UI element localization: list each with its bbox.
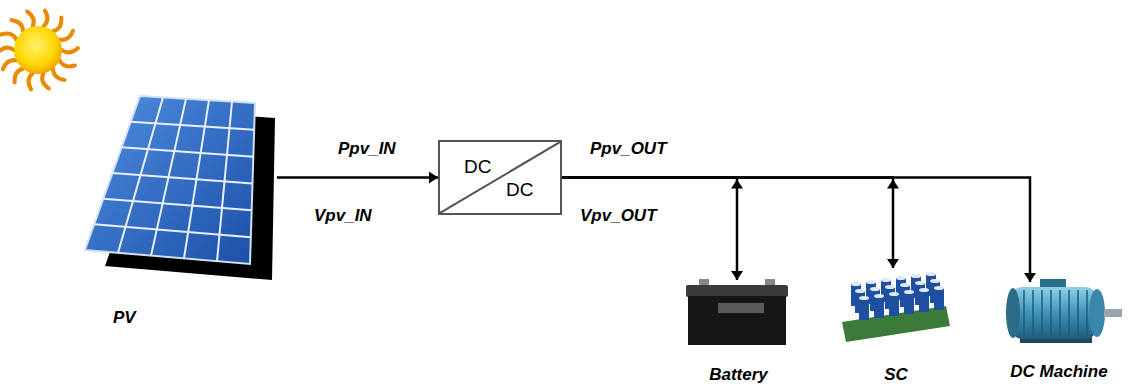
component-label: DC Machine: [992, 362, 1126, 382]
power-connector: [277, 172, 438, 184]
solar-panel: [85, 96, 255, 264]
sun: [14, 26, 62, 74]
component-node: PV: [85, 95, 277, 328]
motor-picture: [1006, 279, 1122, 343]
panel-grid: [94, 97, 254, 261]
power-connector: [562, 178, 1036, 283]
component-node: DC Machine: [992, 282, 1126, 382]
component-node: Battery: [685, 280, 792, 385]
converter-label: DC: [506, 179, 533, 201]
converter-box: DC DC: [438, 140, 562, 215]
converter-label: DC: [464, 156, 491, 178]
battery-picture: [686, 279, 788, 345]
component-node: SC: [840, 268, 952, 385]
component-label: SC: [840, 365, 952, 385]
signal-label: Ppv_OUT: [590, 139, 667, 159]
sun-rays: [0, 11, 78, 90]
component-label: Battery: [685, 365, 792, 385]
power-connector: [562, 178, 899, 269]
signal-label: Vpv_IN: [314, 206, 372, 226]
signal-label: Ppv_IN: [338, 139, 396, 159]
converter-diagonal: [440, 142, 560, 213]
component-label: PV: [113, 308, 277, 328]
supercap-picture: [842, 272, 950, 342]
power-connector: [562, 178, 743, 281]
signal-label: Vpv_OUT: [580, 206, 657, 226]
